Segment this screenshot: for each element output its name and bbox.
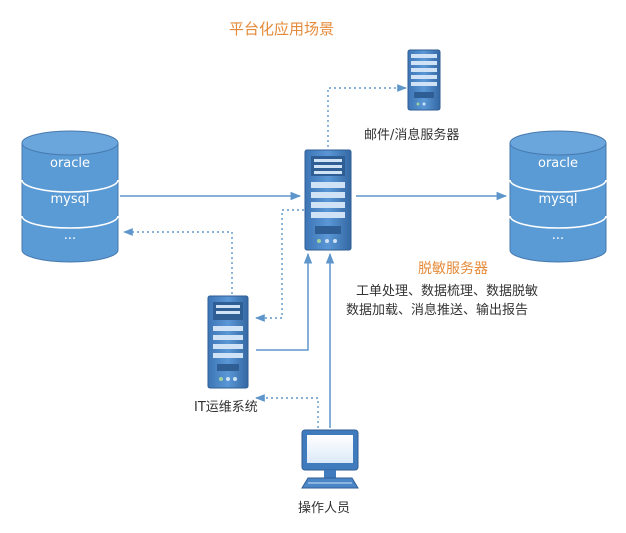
it-ops-server-icon	[207, 295, 249, 389]
mail-server-label: 邮件/消息服务器	[364, 128, 460, 143]
arrow-itops-to-db	[123, 228, 233, 294]
left-db-row-mysql: mysql	[50, 192, 90, 207]
arrow-itops-to-server	[256, 252, 313, 351]
desensitize-server-label: 脱敏服务器	[418, 261, 488, 277]
desensitize-server-icon	[304, 149, 352, 251]
right-db-row-mysql: mysql	[538, 192, 578, 207]
arrow-server-to-itops	[255, 209, 304, 322]
arrow-operator-to-itops	[255, 394, 319, 428]
operator-label: 操作人员	[298, 501, 351, 516]
right-db-row-more: ...	[551, 228, 565, 243]
left-db-row-oracle: oracle	[49, 156, 91, 171]
desensitize-desc-line2: 数据加载、消息推送、输出报告	[346, 303, 529, 318]
diagram-title: 平台化应用场景	[229, 20, 335, 38]
desensitize-desc-line1: 工单处理、数据梳理、数据脱敏	[356, 284, 539, 299]
left-database	[21, 130, 119, 263]
left-db-row-more: ...	[63, 228, 77, 243]
right-db-row-oracle: oracle	[537, 156, 579, 171]
it-ops-label: IT运维系统	[194, 400, 258, 415]
right-database	[509, 130, 607, 263]
mail-server-icon	[407, 49, 441, 111]
operator-computer-icon	[301, 429, 359, 489]
arrow-server-to-mail	[327, 84, 407, 152]
